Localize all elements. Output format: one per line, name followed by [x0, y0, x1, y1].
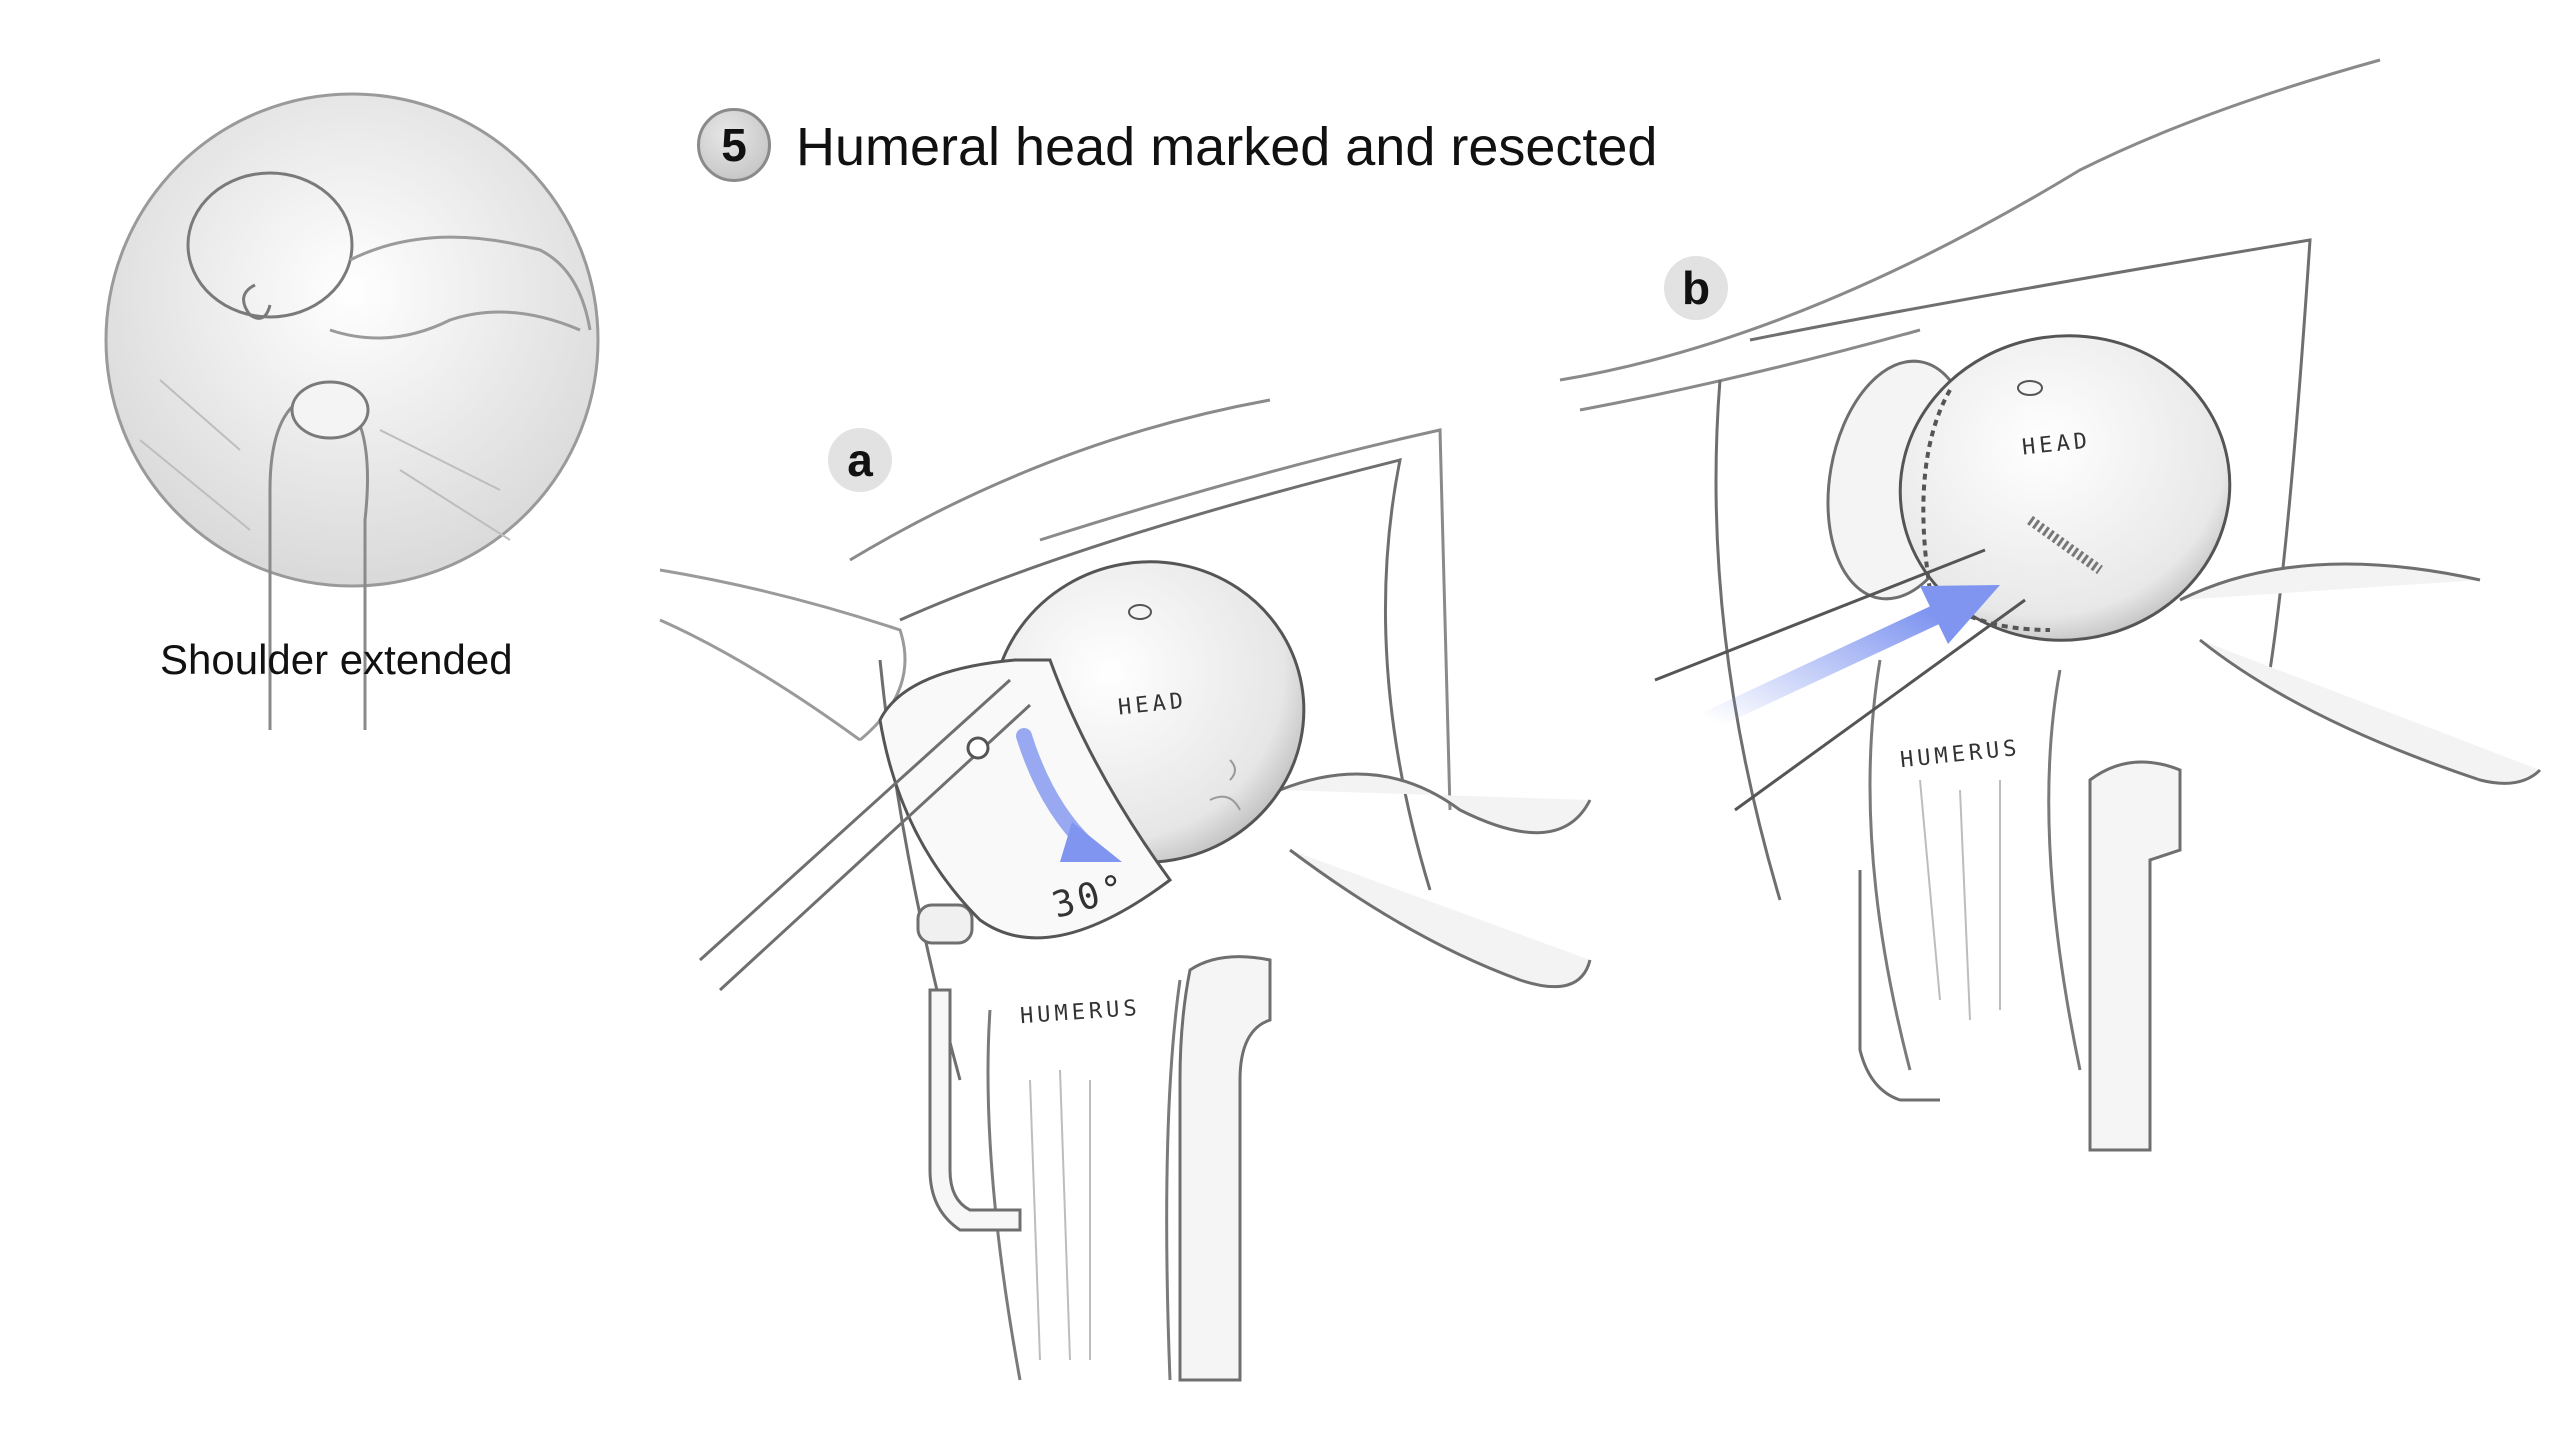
panel-a-skin-line [849, 398, 1452, 811]
panel-a-muscle [1279, 772, 1592, 989]
panel-b-badge: b [1664, 256, 1728, 320]
inset-patient-head [186, 171, 354, 319]
step-number-badge: 5 [697, 108, 771, 182]
panel-b-skin-line [1559, 58, 2381, 412]
inset-shoulder-joint [290, 380, 370, 440]
panel-b-direction-arrow [1700, 605, 1945, 730]
panel-a-drawing [659, 398, 1592, 1382]
panel-b-incision-edge [1714, 238, 2312, 901]
panel-a-head-hole [1128, 604, 1152, 620]
panel-a-arrowhead [1060, 822, 1122, 862]
panel-b-humeral-head [1898, 334, 2232, 642]
inset-caption: Shoulder extended [160, 636, 513, 683]
panel-b-arrowhead [1920, 585, 2000, 644]
inset-body-outline [329, 235, 592, 340]
panel-b-head-hole [2017, 380, 2043, 396]
panel-a-retractor-left [928, 988, 1022, 1232]
panel-a-tissue-outline [659, 568, 907, 742]
panel-a-humerus-shaft [986, 979, 1182, 1381]
step-title: Humeral head marked and resected [796, 117, 1658, 177]
panel-b-retractor-left [1858, 870, 1940, 1102]
panel-b-saw-mark [2027, 515, 2103, 575]
panel-b-muscle [2179, 562, 2542, 785]
panel-b-saw-blade [1654, 548, 2026, 812]
panel-a-shaft-lines [1029, 1069, 1091, 1361]
panel-a-retractor-knob [916, 903, 974, 945]
inset-shoulder-view [104, 92, 600, 730]
inset-circle [104, 92, 600, 588]
panel-a-badge: a [828, 428, 892, 492]
panel-b-humerus-shaft [1868, 659, 2082, 1071]
panel-a-cutting-guide [878, 658, 1173, 940]
inset-shading-lines [139, 379, 511, 541]
panel-b-shaft-lines [1919, 779, 2001, 1021]
inset-ear [242, 283, 272, 320]
panel-b-drawing [1559, 58, 2542, 1152]
panel-b-cut-surface [1921, 389, 2051, 632]
panel-a-handle-joint [966, 736, 990, 760]
panel-b-retractor-right [2088, 760, 2182, 1152]
panel-a-retractor-right [1178, 955, 1272, 1382]
